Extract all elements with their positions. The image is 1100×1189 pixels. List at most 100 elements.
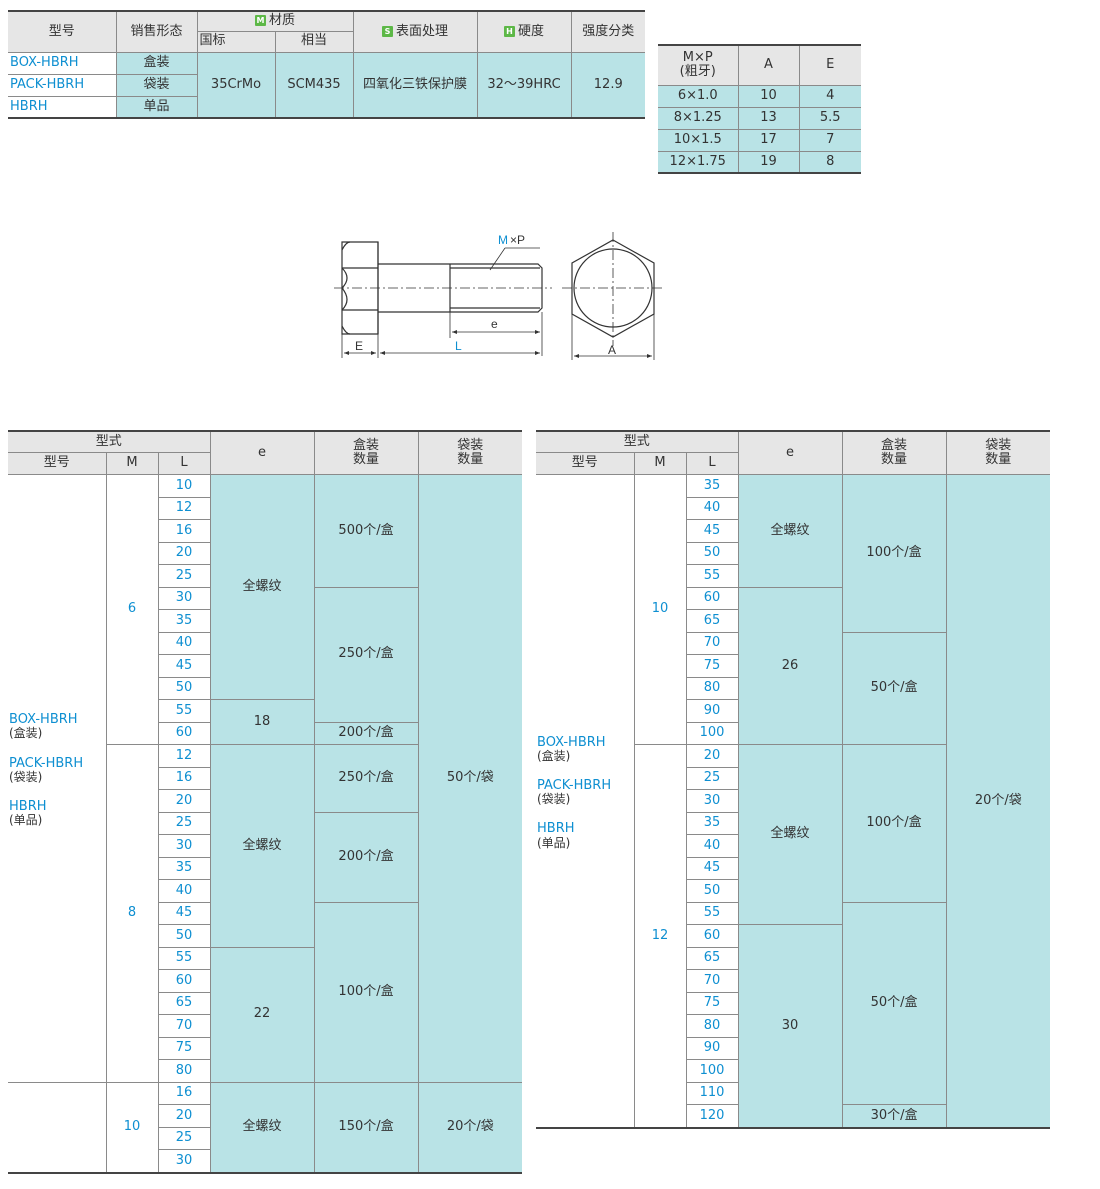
size-a-cell: 17 — [737, 128, 800, 152]
table-row: 30 — [8, 834, 522, 858]
l-cell: 50 — [157, 924, 211, 948]
table-row: 70 50个/盒 — [536, 631, 1050, 745]
l-cell: 110 — [685, 1081, 739, 1105]
box-qty-cell: 200个/盒 — [313, 811, 419, 903]
model-sub: (盒装) — [537, 748, 571, 763]
l-cell: 16 — [157, 766, 211, 790]
header-e: E — [798, 44, 861, 86]
l-cell: 50 — [685, 879, 739, 903]
l-cell: 35 — [157, 609, 211, 633]
l-cell: 55 — [685, 901, 739, 925]
size-e-cell: 8 — [798, 150, 861, 174]
table-row: 80 — [8, 1059, 522, 1083]
header-model: 型号 — [536, 452, 635, 475]
spec-material-gb: 35CrMo — [196, 51, 276, 119]
model-sub: (盒装) — [9, 726, 43, 741]
table-row: 80 — [536, 1014, 1050, 1038]
arrow-icon — [574, 354, 579, 358]
table-row: 65 — [536, 946, 1050, 970]
table-row: 35 — [8, 609, 522, 633]
spec-model-cell: PACK-HBRH — [8, 73, 117, 97]
table-row: 40 — [8, 631, 522, 655]
table-row: 45 — [536, 856, 1050, 880]
model-name: PACK-HBRH — [537, 778, 612, 793]
box-qty-cell: 150个/盒 — [313, 1081, 419, 1173]
box-qty-cell: 50个/盒 — [841, 631, 947, 745]
spec-form-cell: 盒装 — [115, 51, 198, 75]
table-row: 30 — [8, 1149, 522, 1173]
l-cell: 35 — [685, 474, 739, 498]
header-e: e — [209, 430, 315, 475]
l-cell: 120 — [685, 1104, 739, 1128]
model-list-cell: BOX-HBRH(盒装)PACK-HBRH(袋装)HBRH(单品) — [536, 474, 635, 1128]
material-badge-icon: M — [255, 15, 266, 27]
header-hardness-label: 硬度 — [518, 23, 545, 39]
header-type: 型式 — [536, 430, 739, 453]
size-e-cell: 4 — [798, 84, 861, 108]
table-row: 35 — [536, 811, 1050, 835]
arrow-icon — [344, 351, 349, 355]
bag-qty-cell: 20个/袋 — [417, 1081, 523, 1173]
spec-form-cell: 单品 — [115, 95, 197, 119]
label-E: E — [355, 339, 363, 353]
table-row: 25 — [8, 564, 522, 588]
header-l: L — [685, 452, 739, 475]
e-cell: 30 — [737, 924, 843, 1128]
size-mp-cell: 8×1.25 — [658, 106, 739, 130]
table-row: 45 — [8, 654, 522, 678]
table-row: 110 — [536, 1081, 1050, 1105]
box-qty-cell: 500个/盒 — [313, 474, 419, 588]
m-cell: 10 — [633, 474, 687, 745]
header-m: M — [633, 452, 687, 475]
l-cell: 25 — [157, 564, 211, 588]
size-mp-cell: 6×1.0 — [658, 84, 739, 108]
e-cell: 18 — [209, 699, 315, 745]
l-cell: 45 — [685, 519, 739, 543]
size-mp-cell: 10×1.5 — [658, 128, 739, 152]
l-cell: 12 — [157, 496, 211, 520]
l-cell: 30 — [685, 789, 739, 813]
m-cell: 6 — [105, 474, 159, 745]
header-sales-form: 销售形态 — [115, 10, 198, 53]
l-cell: 40 — [157, 879, 211, 903]
l-cell: 20 — [157, 1104, 211, 1128]
table-row: 16 — [8, 519, 522, 543]
l-cell: 40 — [685, 834, 739, 858]
header-a: A — [737, 44, 800, 86]
table-row: 35 — [8, 856, 522, 880]
header-bag-qty: 袋装数量 — [945, 430, 1051, 475]
l-cell: 25 — [157, 1126, 211, 1150]
model-name: HBRH — [9, 798, 47, 814]
table-row: 25 — [536, 766, 1050, 790]
l-cell: 55 — [157, 699, 211, 723]
header-material-label: 材质 — [269, 13, 296, 29]
bolt-drawing: M ×P e E L A — [334, 232, 664, 360]
model-sub: (袋装) — [537, 792, 571, 807]
table-row: 50 — [8, 676, 522, 700]
l-cell: 45 — [685, 856, 739, 880]
l-cell: 16 — [157, 519, 211, 543]
header-material-eq: 相当 — [274, 30, 354, 53]
l-cell: 70 — [685, 631, 739, 655]
e-cell: 全螺纹 — [737, 744, 843, 925]
l-cell: 50 — [685, 541, 739, 565]
l-cell: 70 — [157, 1014, 211, 1038]
size-table: M×P(粗牙) A E 6×1.0 10 4 8×1.25 13 5.5 10×… — [658, 44, 861, 174]
e-cell: 全螺纹 — [737, 474, 843, 588]
l-cell: 10 — [157, 474, 211, 498]
box-qty-cell: 250个/盒 — [313, 586, 419, 723]
hardness-badge-icon: H — [504, 25, 515, 37]
box-qty-cell: 100个/盒 — [841, 744, 947, 903]
bolt-shank-outline — [378, 263, 543, 313]
l-cell: 65 — [685, 609, 739, 633]
